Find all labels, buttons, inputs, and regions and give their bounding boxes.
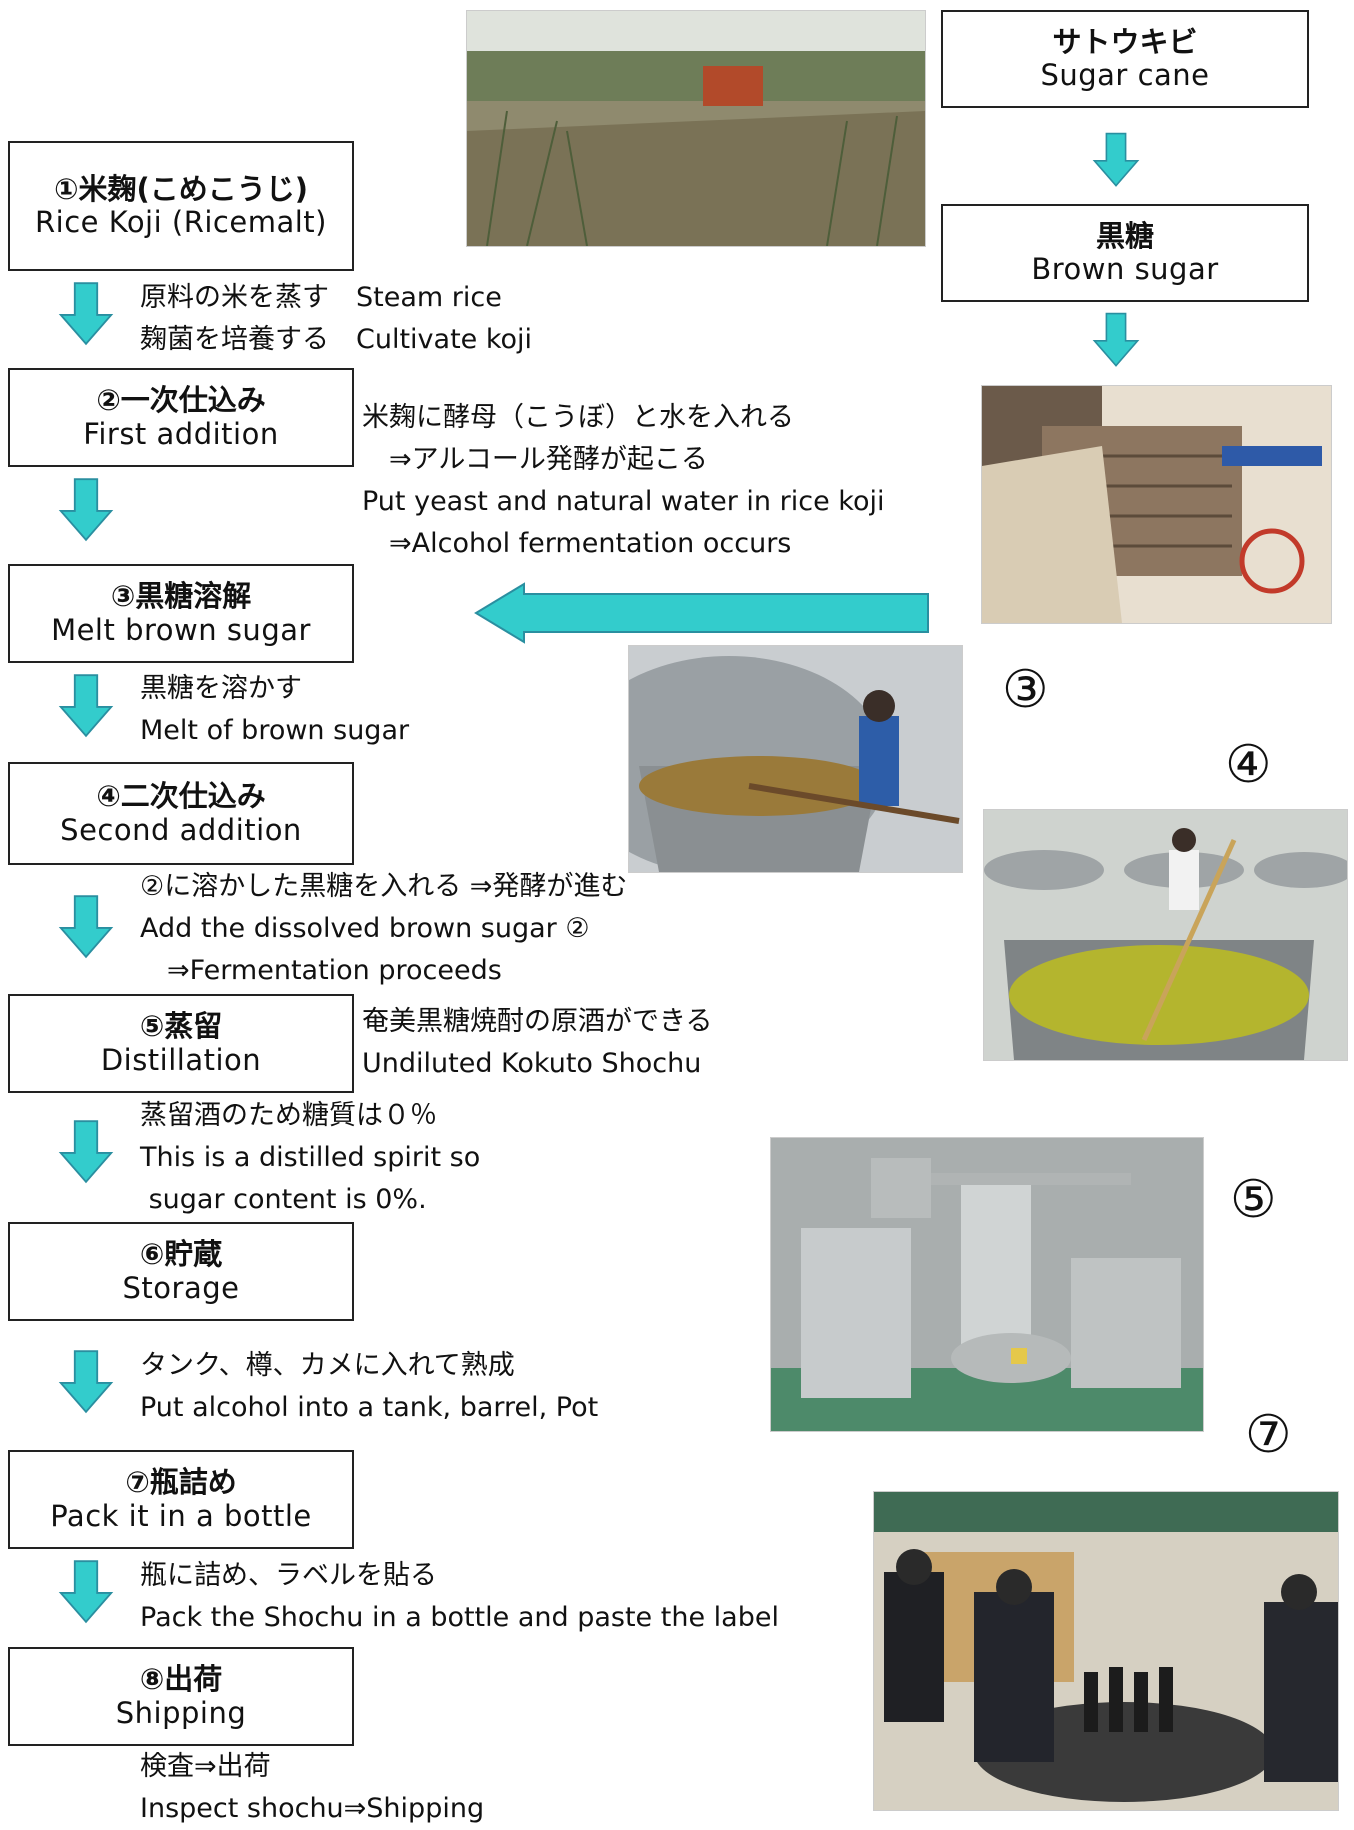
- step-7-jp: ⑦瓶詰め: [125, 1465, 237, 1500]
- step-3-jp: ③黒糖溶解: [110, 579, 252, 614]
- step-first-addition: ②一次仕込み First addition: [8, 368, 354, 467]
- step-8-note: 検査⇒出荷 Inspect shochu⇒Shipping: [140, 1751, 485, 1824]
- sugar-cane-jp: サトウキビ: [1052, 24, 1198, 59]
- down-arrow-icon: [58, 1330, 114, 1434]
- step-5-jp: ⑤蒸留: [139, 1009, 223, 1044]
- left-arrow-icon: [474, 582, 929, 644]
- down-arrow-icon: [58, 670, 114, 742]
- down-arrow-icon: [58, 1556, 114, 1628]
- down-arrow-icon: [58, 278, 114, 350]
- step-5-en: Distillation: [100, 1042, 262, 1077]
- step-1-jp: ①米麹(こめこうじ): [53, 171, 309, 206]
- down-arrow-icon: [1088, 312, 1144, 368]
- step-rice-koji: ①米麹(こめこうじ) Rice Koji (Ricemalt): [8, 141, 354, 271]
- photo-label-3: ③: [1002, 660, 1049, 720]
- step-2-jp: ②一次仕込み: [96, 383, 266, 418]
- step-4-note: ②に溶かした黒糖を入れる ⇒発酵が進む Add the dissolved br…: [140, 871, 628, 986]
- sugar-cane-en: Sugar cane: [1040, 58, 1210, 92]
- down-arrow-icon: [58, 872, 114, 982]
- step-6-jp: ⑥貯蔵: [139, 1237, 223, 1272]
- step-4-en: Second addition: [60, 812, 302, 847]
- step-3-en: Melt brown sugar: [51, 612, 311, 647]
- photo-label-4: ④: [1225, 735, 1272, 795]
- brown-sugar-jp: 黒糖: [1095, 218, 1154, 253]
- step-3-note: 黒糖を溶かす Melt of brown sugar: [140, 673, 410, 746]
- step-storage: ⑥貯蔵 Storage: [8, 1222, 354, 1321]
- down-arrow-icon: [58, 474, 114, 546]
- photo-label-5: ⑤: [1230, 1170, 1277, 1230]
- step-bottling: ⑦瓶詰め Pack it in a bottle: [8, 1450, 354, 1549]
- brown-sugar-en: Brown sugar: [1031, 252, 1219, 286]
- step-melt-brown-sugar: ③黒糖溶解 Melt brown sugar: [8, 564, 354, 663]
- brown-sugar-box: 黒糖 Brown sugar: [941, 204, 1309, 302]
- step-7-en: Pack it in a bottle: [50, 1498, 312, 1533]
- step-5b-note: 蒸留酒のため糖質は０％ This is a distilled spirit s…: [140, 1100, 481, 1215]
- melting-tank-photo: [628, 645, 963, 873]
- step-8-jp: ⑧出荷: [139, 1662, 223, 1697]
- step-4-jp: ④二次仕込み: [96, 779, 266, 814]
- step-6-note: タンク、樽、カメに入れて熟成 Put alcohol into a tank, …: [140, 1350, 599, 1423]
- sugarcane-field-photo: [466, 10, 926, 247]
- step-shipping: ⑧出荷 Shipping: [8, 1647, 354, 1746]
- sugar-cane-box: サトウキビ Sugar cane: [941, 10, 1309, 108]
- step-2-note: 米麹に酵母（こうぼ）と水を入れる ⇒アルコール発酵が起こる Put yeast …: [362, 402, 885, 559]
- bottling-line-photo: [873, 1491, 1339, 1811]
- distillation-equipment-photo: [770, 1137, 1204, 1432]
- down-arrow-icon: [1088, 132, 1144, 188]
- down-arrow-icon: [58, 1102, 114, 1202]
- step-distillation: ⑤蒸留 Distillation: [8, 994, 354, 1093]
- step-5-note: 奄美黒糖焼酎の原酒ができる Undiluted Kokuto Shochu: [362, 1006, 713, 1079]
- step-7-note: 瓶に詰め、ラベルを貼る Pack the Shochu in a bottle …: [140, 1560, 779, 1633]
- step-1-en: Rice Koji (Ricemalt): [35, 205, 327, 239]
- step-8-en: Shipping: [115, 1695, 247, 1730]
- step-6-en: Storage: [122, 1270, 240, 1305]
- step-second-addition: ④二次仕込み Second addition: [8, 762, 354, 865]
- step-2-en: First addition: [83, 416, 279, 451]
- step-1-note: 原料の米を蒸す Steam rice 麹菌を培養する Cultivate koj…: [140, 282, 533, 355]
- photo-label-7: ⑦: [1245, 1405, 1292, 1465]
- fermentation-tank-photo: [983, 809, 1348, 1061]
- brown-sugar-boxes-photo: [981, 385, 1332, 624]
